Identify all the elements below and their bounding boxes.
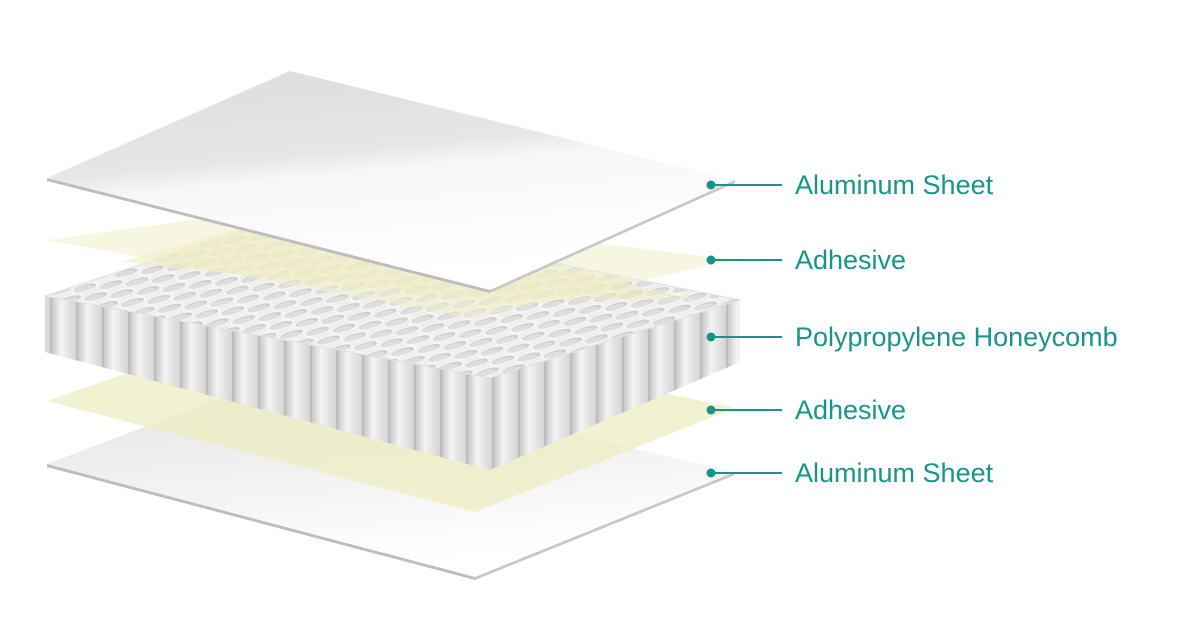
leader-bottom-adhesive [706,405,782,415]
label-top-adhesive: Adhesive [795,245,907,275]
leader-honeycomb [706,332,782,342]
label-top-aluminum-sheet: Aluminum Sheet [795,170,994,200]
label-bottom-aluminum-sheet: Aluminum Sheet [795,458,994,488]
leader-top-sheet [706,180,782,190]
label-polypropylene-honeycomb: Polypropylene Honeycomb [795,322,1118,352]
label-bottom-adhesive: Adhesive [795,395,907,425]
top-aluminum-sheet [47,71,735,293]
leader-bottom-sheet [706,468,782,478]
leader-top-adhesive [706,255,782,265]
